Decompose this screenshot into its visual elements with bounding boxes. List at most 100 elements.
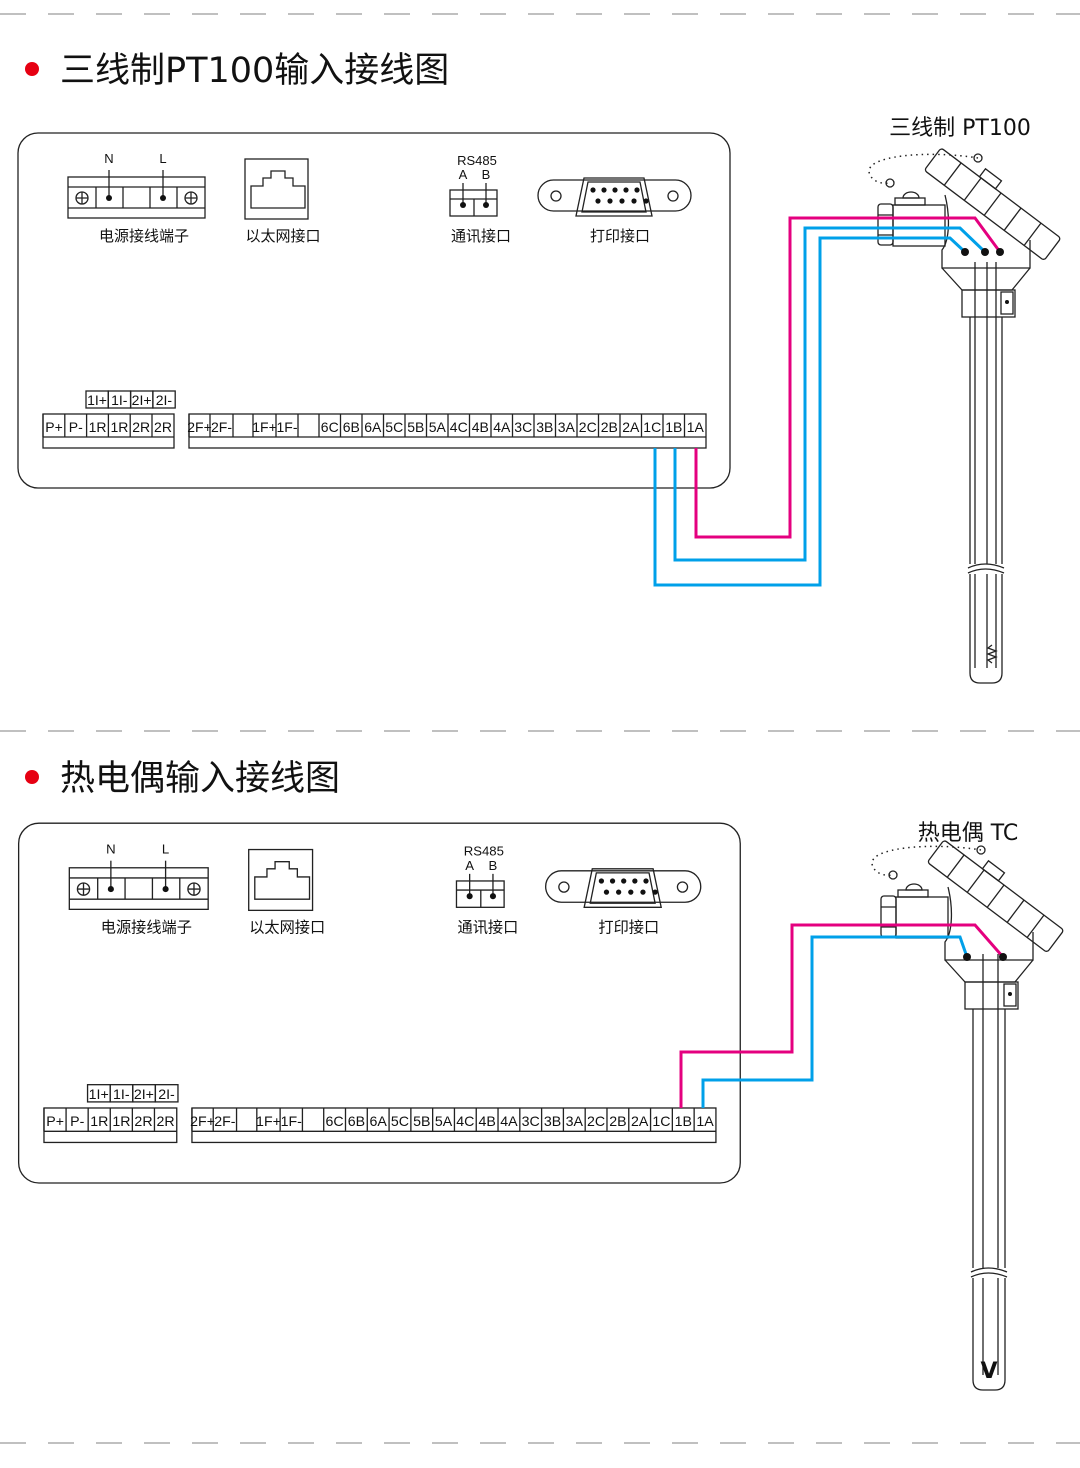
ethernet-icon: [250, 170, 306, 209]
terminal-label: 2I-: [156, 392, 173, 408]
terminal-3C: 3C: [514, 419, 532, 435]
screw-icon: [1008, 992, 1012, 996]
bracket: [894, 197, 926, 206]
terminal-5B: 5B: [413, 1114, 430, 1130]
terminal-2F+: 2F+: [187, 419, 212, 435]
pin-dot: [590, 187, 596, 193]
stem-break: [970, 1267, 1008, 1278]
screw-icon: [77, 882, 90, 896]
pin-dot: [652, 889, 658, 895]
wire-1b: [679, 923, 1005, 1108]
terminal-1C: 1C: [652, 1114, 670, 1130]
terminal-2A: 2A: [622, 419, 640, 435]
junction-head: [944, 959, 1034, 983]
head-lid-body: [927, 840, 1064, 952]
pin-dot: [601, 187, 607, 193]
db9-connector-icon: [583, 868, 663, 908]
pin-dot: [460, 202, 466, 208]
terminal-2A: 2A: [631, 1114, 649, 1130]
wire-1a: [701, 935, 969, 1108]
pin-dot: [615, 889, 622, 895]
lid-tab: [981, 859, 1006, 882]
terminal-1F-: 1F-: [281, 1114, 303, 1130]
wire-1b: [673, 226, 987, 562]
pin-dot: [634, 187, 640, 193]
divider: [983, 192, 1002, 216]
pin-dot: [619, 198, 625, 204]
terminal-screw-dot: [996, 248, 1004, 256]
terminal-label: 2R: [132, 419, 150, 435]
power-l-label: L: [162, 842, 169, 857]
terminal-5C: 5C: [391, 1114, 409, 1130]
pin-dot: [640, 889, 646, 895]
terminal-2C: 2C: [579, 419, 597, 435]
divider: [966, 869, 985, 893]
probe-stem: [969, 317, 1003, 684]
thermocouple-sensor: V: [871, 840, 1064, 1391]
nut-icon: [878, 214, 893, 236]
terminal-2F-: 2F-: [214, 1114, 236, 1130]
rs485-b-label: B: [489, 858, 498, 873]
terminal-1B: 1B: [665, 419, 682, 435]
ethernet-port: 以太网接口: [248, 848, 325, 937]
wire-1a: [694, 216, 1002, 539]
section-title: 热电偶输入接线图: [60, 759, 340, 799]
pin-dot: [643, 198, 649, 204]
terminal-label: 2I+: [132, 392, 152, 408]
terminal-screw-dot: [963, 953, 971, 961]
wire-1c: [653, 236, 967, 587]
terminal-label: 1I-: [113, 1087, 130, 1103]
terminal-4B: 4B: [478, 1114, 495, 1130]
pin-dot: [595, 198, 601, 204]
divider: [963, 177, 982, 201]
screw-icon: [185, 192, 197, 204]
terminal-6A: 6A: [364, 419, 382, 435]
pin-dot: [162, 886, 169, 893]
terminal-2F-: 2F-: [211, 419, 232, 435]
screw-icon: [976, 845, 986, 855]
screw-icon: [905, 883, 923, 891]
mount-hole-icon: [667, 190, 679, 202]
ethernet-port-body: [244, 158, 309, 220]
terminal-1F+: 1F+: [252, 419, 277, 435]
divider: [943, 162, 962, 186]
rs485-title: RS485: [457, 153, 497, 168]
current-input-strip: 1I+1I-2I+2I-: [86, 1084, 179, 1103]
screw-icon: [973, 153, 983, 163]
terminal-5B: 5B: [407, 419, 424, 435]
terminal-label: 2I-: [158, 1087, 175, 1103]
terminal-1B: 1B: [675, 1114, 692, 1130]
pin-dot: [489, 893, 497, 900]
pin-dot: [612, 187, 618, 193]
screw-icon: [888, 870, 898, 880]
divider: [1026, 914, 1045, 938]
nut-icon: [880, 895, 897, 938]
terminal-3A: 3A: [566, 1114, 584, 1130]
ethernet-port-label: 以太网接口: [249, 919, 325, 937]
terminal-screw-dot: [981, 248, 989, 256]
terminal-label: 2R: [154, 419, 172, 435]
db9-connector-icon: [575, 177, 653, 217]
pin-dot: [466, 893, 473, 900]
terminal-label: 1R: [112, 1114, 130, 1130]
terminal-label: P+: [45, 419, 63, 435]
terminal-label: 2I+: [134, 1087, 154, 1103]
terminal-label: 1R: [110, 419, 128, 435]
resistor-icon: [986, 644, 998, 664]
screw-icon: [885, 178, 895, 188]
terminal-3A: 3A: [558, 419, 576, 435]
screw-icon: [76, 192, 88, 204]
print-port: 打印接口: [537, 177, 692, 245]
terminal-6C: 6C: [326, 1114, 344, 1130]
bracket: [897, 889, 929, 898]
terminal-4B: 4B: [472, 419, 489, 435]
rs485-port-label: 通讯接口: [458, 919, 519, 937]
db9-connector-icon: [581, 181, 647, 213]
pin-dot: [632, 878, 638, 884]
pin-dot: [631, 198, 637, 204]
